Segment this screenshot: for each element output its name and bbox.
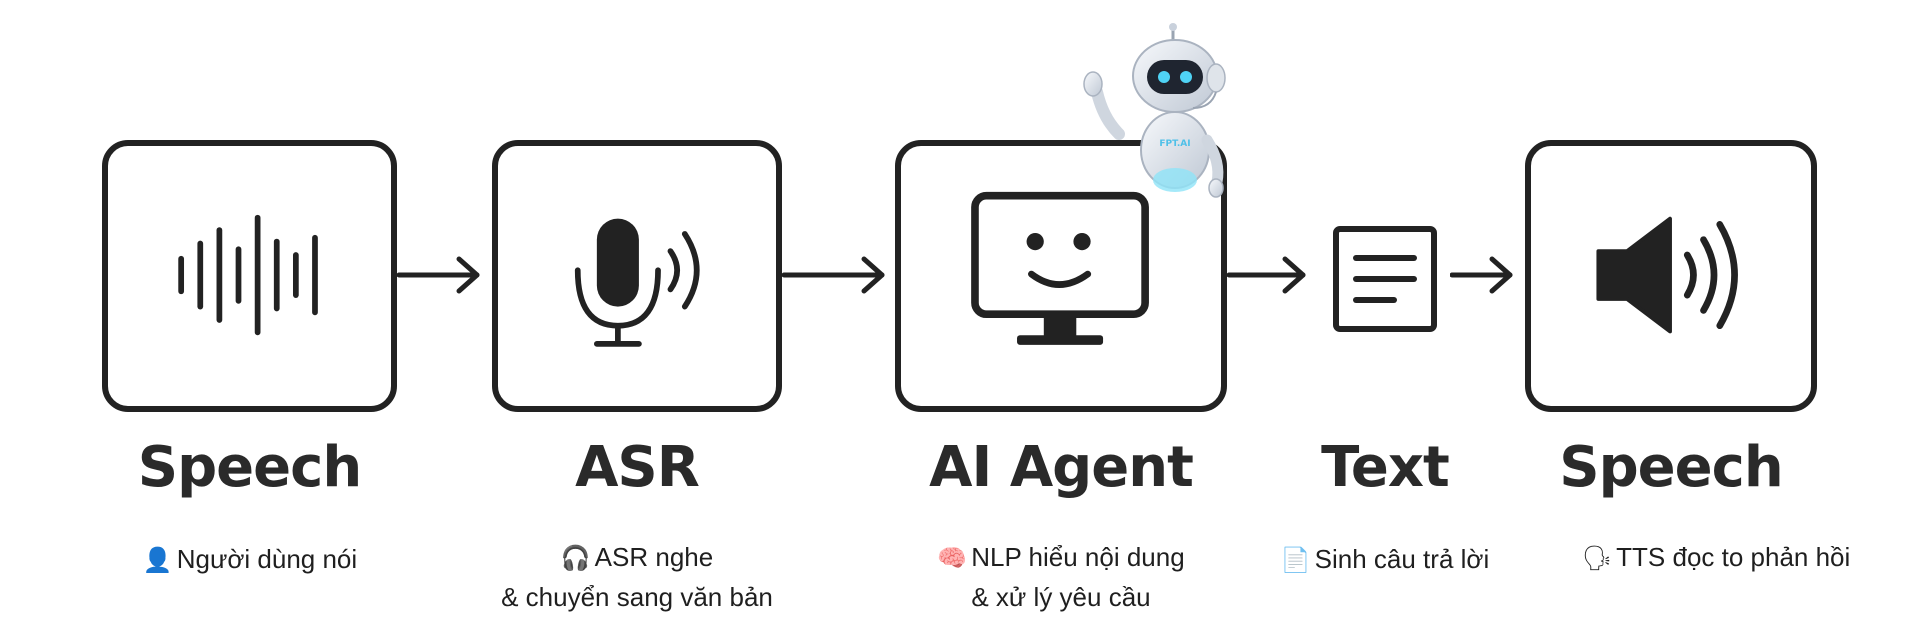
robot-mascot-icon: FPT.AI	[1083, 23, 1226, 198]
speaker-icon	[1596, 216, 1738, 334]
user-icon: 👤	[142, 547, 173, 574]
brain-icon: 🧠	[937, 545, 968, 572]
ai-agent-box	[895, 140, 1227, 412]
arrow-icon	[1450, 256, 1513, 294]
stage-description: 🎧ASR nghe & chuyển sang văn bản	[501, 542, 773, 612]
stage-description: 👤Người dùng nói	[142, 544, 358, 574]
speaking-head-icon: 🗣	[1581, 545, 1613, 572]
document-icon	[1333, 226, 1437, 332]
arrow-icon	[1227, 256, 1306, 294]
arrow-icon	[397, 256, 480, 294]
headphones-icon: 🎧	[560, 545, 591, 572]
arrow-icon	[782, 256, 885, 294]
stage-description: 🧠NLP hiểu nội dung & xử lý yêu cầu	[937, 542, 1185, 612]
stage-title: Speech	[1559, 435, 1783, 500]
document-emoji-icon: 📄	[1280, 547, 1311, 574]
speech-input-box	[102, 140, 397, 412]
sound-wave-icon	[178, 214, 318, 336]
stage-title: Text	[1321, 435, 1450, 500]
stage-title: ASR	[575, 435, 700, 500]
microphone-icon	[574, 218, 700, 347]
smiling-monitor-icon	[971, 191, 1149, 345]
asr-box	[492, 140, 782, 412]
stage-description: 📄Sinh câu trả lời	[1280, 544, 1490, 574]
speech-output-box	[1525, 140, 1817, 412]
stage-title: Speech	[137, 435, 362, 500]
robot-chest-logo: FPT.AI	[1159, 139, 1190, 149]
stage-description: 🗣TTS đọc to phản hồi	[1581, 542, 1851, 572]
stage-title: AI Agent	[929, 435, 1194, 500]
